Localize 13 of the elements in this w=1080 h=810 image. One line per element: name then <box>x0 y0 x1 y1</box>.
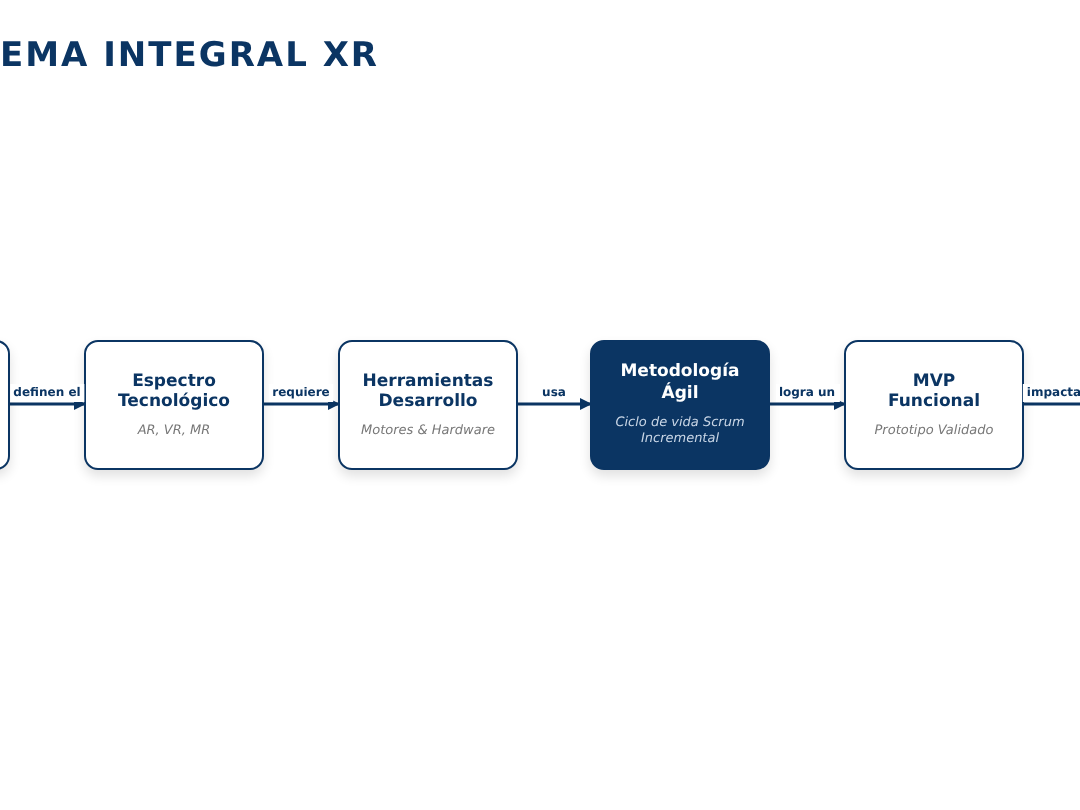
arrow <box>264 398 340 410</box>
arrow <box>518 398 592 410</box>
process-box <box>844 340 1024 470</box>
process-box <box>84 340 264 470</box>
process-box <box>338 340 518 470</box>
diagram-title: EMA INTEGRAL XR <box>0 36 380 76</box>
node-title: Metodología Ágil <box>618 362 742 406</box>
node-title: MVP Funcional <box>886 371 982 414</box>
arrow <box>10 398 86 410</box>
node-title: Herramientas Desarrollo <box>360 371 496 414</box>
node-title: Espectro Tecnológico <box>116 371 232 414</box>
arrow <box>770 398 846 410</box>
highlighted-process-box <box>590 340 770 470</box>
